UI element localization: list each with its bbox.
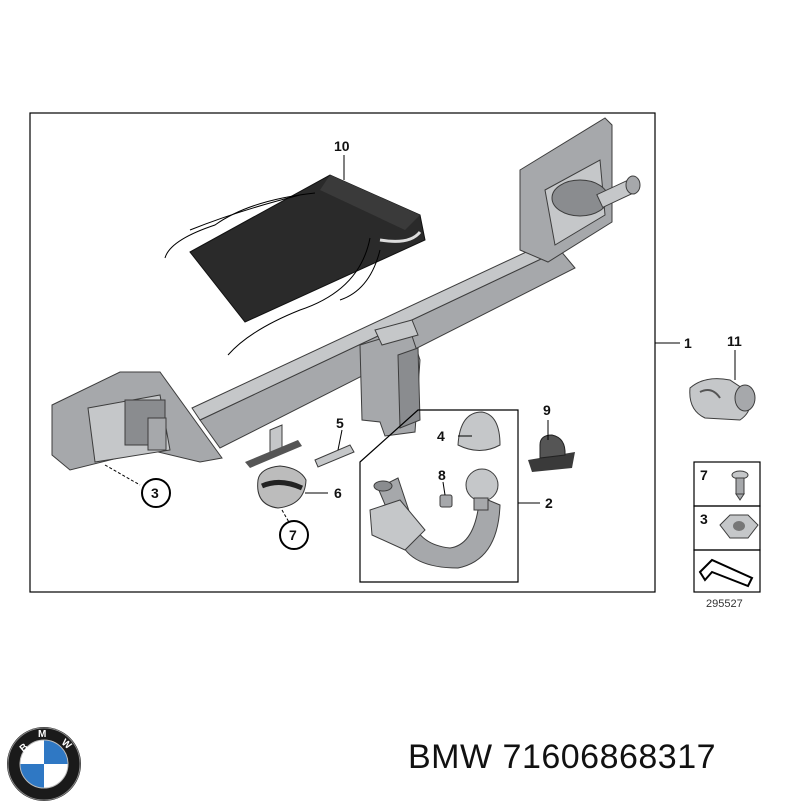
cover-plate xyxy=(314,444,355,468)
callout-6: 6 xyxy=(334,485,342,501)
callout-11: 11 xyxy=(727,333,742,349)
small-nut xyxy=(439,494,453,508)
ball-neck xyxy=(369,468,501,569)
part-number-label: BMW 71606868317 xyxy=(408,738,717,776)
legend-box xyxy=(693,461,761,593)
reference-number: 295527 xyxy=(706,598,743,610)
logo-letter-m: M xyxy=(38,729,46,740)
electric-socket-bracket xyxy=(528,434,575,472)
callout-4: 4 xyxy=(437,428,445,444)
storage-bag xyxy=(164,174,426,356)
callout-1: 1 xyxy=(684,335,692,351)
bmw-roundel-icon: B M W xyxy=(7,727,81,801)
callout-3: 3 xyxy=(151,485,159,501)
callout-8: 8 xyxy=(438,467,446,483)
socket-housing xyxy=(245,440,307,509)
tow-bar-crossbeam xyxy=(51,117,641,471)
legend-item-7: 7 xyxy=(700,467,708,483)
callout-2: 2 xyxy=(545,495,553,511)
ball-cap xyxy=(457,411,501,451)
legend-item-3: 3 xyxy=(700,511,708,527)
arrow-diagram-icon xyxy=(698,558,754,588)
callout-7: 7 xyxy=(289,527,297,543)
ball-neck-frame xyxy=(359,409,519,583)
callout-5: 5 xyxy=(336,415,344,431)
callout-10: 10 xyxy=(334,138,350,154)
main-frame xyxy=(29,112,656,593)
trailer-plug xyxy=(689,378,756,421)
callout-9: 9 xyxy=(543,402,551,418)
